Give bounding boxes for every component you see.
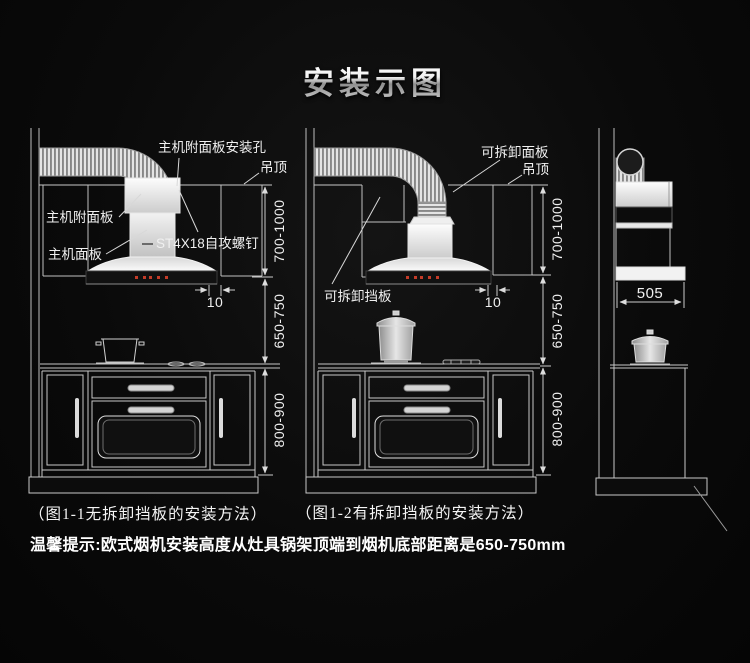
base-cabinet bbox=[317, 370, 534, 477]
gap-value: 10 bbox=[485, 294, 502, 310]
main-panel-label: 主机面板 bbox=[48, 247, 102, 262]
dim-700-1000: 700-1000 bbox=[271, 199, 287, 262]
wall-left bbox=[305, 128, 315, 477]
base-cabinet bbox=[41, 370, 256, 477]
figure-1-1: 主机附面板安装孔 吊顶 主机附面板 主机面板 ST4X18自攻螺钉 10 700… bbox=[28, 128, 287, 494]
burner bbox=[442, 359, 481, 365]
removable-panel-label: 可拆卸面板 bbox=[481, 145, 549, 160]
mount-hole-label: 主机附面板安装孔 bbox=[158, 140, 266, 155]
hood-body-side bbox=[615, 206, 673, 224]
range-hood bbox=[365, 257, 492, 285]
installation-note: 温馨提示:欧式烟机安装高度从灶具锅架顶端到烟机底部距离是650-750mm bbox=[30, 537, 566, 554]
caption-figure-1-2: （图1-2有拆卸挡板的安装方法） bbox=[296, 505, 535, 522]
gap-dimension bbox=[195, 285, 235, 296]
dim-800-900: 800-900 bbox=[271, 393, 287, 448]
screw-label: ST4X18自攻螺钉 bbox=[156, 236, 259, 251]
figure-side-view: 505 bbox=[595, 128, 728, 532]
counter-cabinet-side bbox=[610, 364, 688, 478]
leader-lines bbox=[331, 159, 523, 285]
hood-lower-side bbox=[615, 228, 671, 267]
wall bbox=[598, 128, 615, 478]
attached-panel-label: 主机附面板 bbox=[46, 210, 114, 225]
hood-band-side bbox=[615, 222, 673, 229]
leader-lines bbox=[105, 157, 260, 255]
caption-figure-1-1: （图1-1无拆卸挡板的安装方法） bbox=[29, 506, 268, 523]
duct-collar bbox=[409, 216, 455, 225]
hood-display bbox=[135, 276, 168, 279]
hood-display bbox=[406, 276, 439, 279]
dimension-column bbox=[252, 186, 273, 476]
duct-outlet bbox=[616, 148, 644, 176]
hood-width-value: 505 bbox=[637, 285, 664, 302]
range-hood bbox=[85, 256, 218, 285]
page-title: 安装示图 bbox=[0, 58, 750, 103]
plinth bbox=[305, 476, 537, 494]
dim-800-900: 800-900 bbox=[549, 392, 565, 447]
exhaust-duct bbox=[313, 147, 447, 218]
removable-baffle-label: 可拆卸挡板 bbox=[324, 289, 392, 304]
gap-value: 10 bbox=[207, 294, 224, 310]
wall-left bbox=[30, 128, 40, 477]
leader-line bbox=[693, 485, 728, 532]
upper-cabinet-right bbox=[492, 185, 533, 276]
pot-side bbox=[630, 329, 670, 365]
pot bbox=[376, 310, 416, 363]
hood-bottom-side bbox=[615, 266, 686, 281]
plinth bbox=[28, 476, 259, 494]
gap-dimension bbox=[475, 285, 510, 296]
pot-outline bbox=[95, 338, 145, 363]
dim-650-750: 650-750 bbox=[549, 294, 565, 349]
width-dimension bbox=[616, 282, 685, 308]
countertop bbox=[40, 362, 280, 369]
figure-1-2: 可拆卸面板 吊顶 可拆卸挡板 10 700-1000 650-750 800-9… bbox=[305, 128, 565, 494]
chimney bbox=[407, 223, 453, 259]
dimension-column bbox=[532, 186, 551, 476]
countertop bbox=[318, 362, 540, 369]
burner-grate bbox=[167, 361, 206, 367]
dim-650-750: 650-750 bbox=[271, 294, 287, 349]
dim-700-1000: 700-1000 bbox=[549, 197, 565, 260]
chimney-cover-upper bbox=[124, 177, 181, 214]
chimney-side bbox=[615, 181, 673, 208]
plinth-side bbox=[595, 477, 708, 496]
ceiling-label: 吊顶 bbox=[522, 162, 549, 177]
ceiling-label: 吊顶 bbox=[260, 160, 287, 175]
